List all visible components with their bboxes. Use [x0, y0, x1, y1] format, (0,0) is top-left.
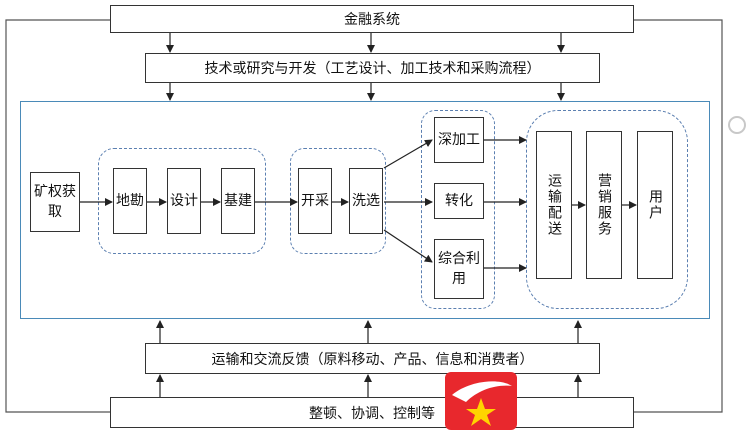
stage-extraction: 开采	[298, 168, 332, 234]
exploration-group	[98, 148, 266, 254]
stage-users: 用户	[637, 131, 673, 279]
arrow-beneficiation-deep	[383, 139, 433, 169]
watermark-logo-icon	[445, 372, 517, 430]
stage-comprehensive-use: 综合利用	[434, 239, 484, 299]
stage-marketing: 营销服务	[586, 131, 622, 279]
stage-beneficiation: 洗选	[349, 168, 383, 234]
stage-construction: 基建	[221, 168, 255, 234]
feedback-bar: 运输和交流反馈（原料移动、产品、信息和消费者）	[145, 343, 600, 374]
stage-mining-rights: 矿权获取	[30, 172, 80, 232]
arrow-beneficiation-comprehensive	[383, 229, 433, 263]
stage-transport: 运输配送	[536, 131, 572, 279]
processing-group	[421, 110, 495, 309]
stage-deep-processing: 深加工	[434, 117, 484, 163]
stage-conversion: 转化	[434, 183, 484, 219]
coordination-bar: 整顿、协调、控制等	[110, 397, 634, 428]
loop-right-line	[634, 19, 723, 413]
stage-survey: 地勘	[113, 168, 147, 234]
stage-design: 设计	[167, 168, 201, 234]
distribution-group	[526, 110, 688, 309]
financial-system-bar: 金融系统	[110, 5, 634, 33]
rd-bar: 技术或研究与开发（工艺设计、加工技术和采购流程）	[145, 53, 600, 83]
watermark-circle-icon	[728, 116, 746, 134]
loop-left-line	[5, 19, 110, 413]
